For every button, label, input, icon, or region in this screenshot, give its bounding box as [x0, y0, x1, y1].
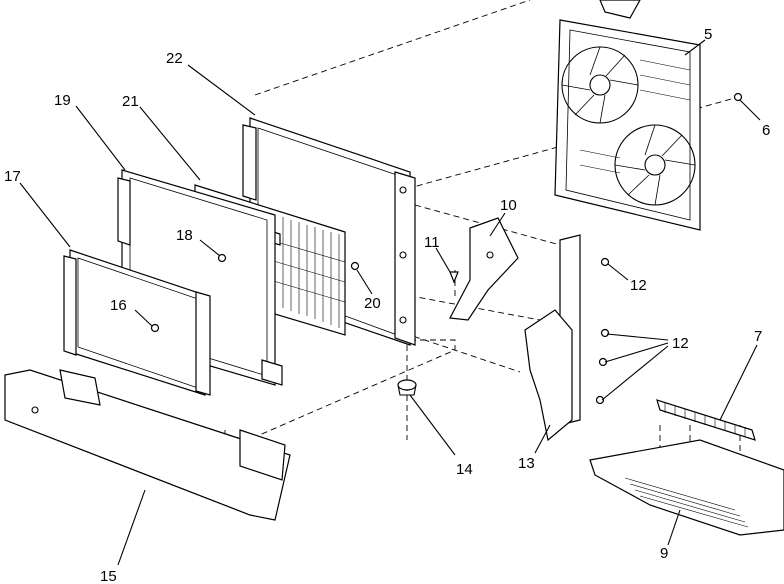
- callout-5: 5: [704, 26, 712, 43]
- callout-21: 21: [122, 93, 139, 110]
- side-baffle-13: [524, 234, 581, 442]
- callout-20: 20: [364, 295, 381, 312]
- callout-labels: 22 19 21 17 5 6 10 11 12 12 18 20 16 7 1…: [4, 26, 770, 584]
- callout-15: 15: [100, 568, 117, 584]
- bolt-6: [733, 92, 743, 102]
- callout-16: 16: [110, 297, 127, 314]
- callout-18: 18: [176, 227, 193, 244]
- bolt-16: [150, 323, 160, 333]
- air-deflector-bracket-10: [449, 217, 519, 321]
- callout-7: 7: [754, 328, 762, 345]
- air-seal-strip-7: [656, 399, 756, 441]
- fan-shroud-assembly: [554, 0, 701, 231]
- bumper-impact-bar-15: [4, 369, 291, 521]
- callout-6: 6: [762, 122, 770, 139]
- callout-14: 14: [456, 461, 473, 478]
- radiator-front: [63, 249, 211, 396]
- bolt-12-b: [600, 328, 610, 338]
- callout-13: 13: [518, 455, 535, 472]
- bolt-12-a: [600, 257, 610, 267]
- bolt-12-d: [595, 395, 605, 405]
- callout-17: 17: [4, 168, 21, 185]
- callout-19: 19: [54, 92, 71, 109]
- callout-10: 10: [500, 197, 517, 214]
- callout-9: 9: [660, 545, 668, 562]
- callout-leaders: [19, 39, 761, 566]
- bolt-20: [350, 261, 360, 271]
- isolator-14: [397, 379, 417, 396]
- callout-12-upper: 12: [630, 277, 647, 294]
- callout-12-lower: 12: [672, 335, 689, 352]
- bolt-18: [217, 253, 227, 263]
- callout-11: 11: [424, 234, 440, 251]
- bolt-11: [449, 271, 459, 284]
- lower-air-deflector-9: [589, 439, 784, 536]
- callout-22: 22: [166, 50, 183, 67]
